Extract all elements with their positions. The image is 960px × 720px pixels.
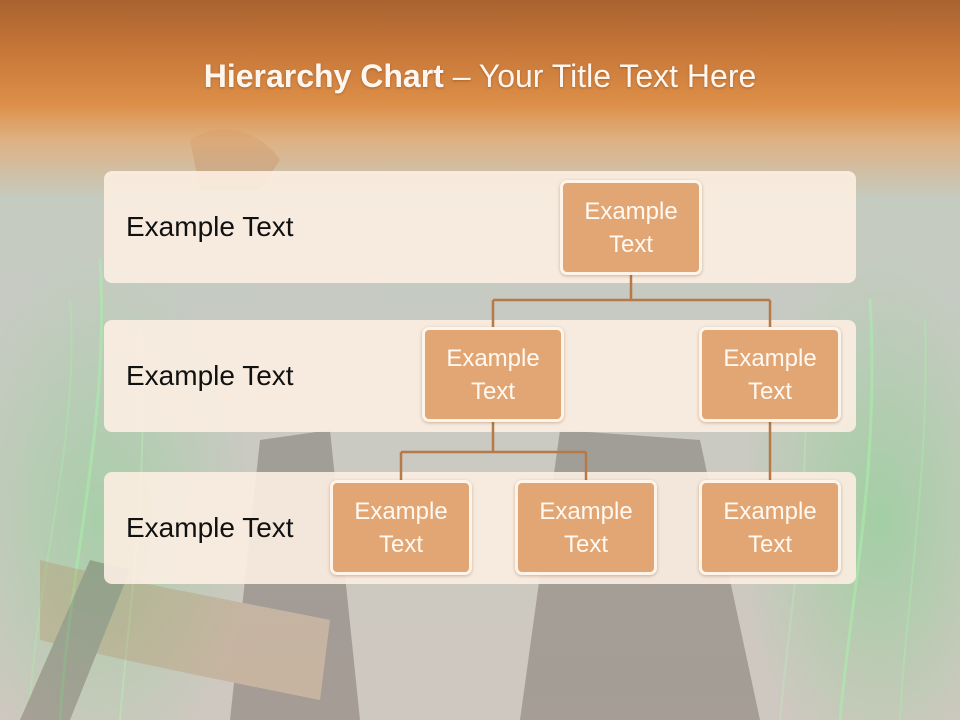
header-band bbox=[0, 0, 960, 200]
slide-title: Hierarchy Chart – Your Title Text Here bbox=[0, 54, 960, 98]
node-level2-right[interactable]: Example Text bbox=[699, 327, 841, 422]
node-level3-left[interactable]: Example Text bbox=[330, 480, 472, 575]
title-rest: – Your Title Text Here bbox=[443, 58, 757, 94]
level-2-label[interactable]: Example Text bbox=[126, 360, 294, 391]
node-level3-middle[interactable]: Example Text bbox=[515, 480, 657, 575]
level-3-label[interactable]: Example Text bbox=[126, 512, 294, 543]
node-root-text: Example Text bbox=[584, 197, 678, 258]
node-level3-middle-text: Example Text bbox=[539, 497, 633, 558]
title-bold: Hierarchy Chart bbox=[203, 58, 444, 94]
node-level2-left[interactable]: Example Text bbox=[422, 327, 564, 422]
node-level3-right-text: Example Text bbox=[723, 497, 817, 558]
node-level3-left-text: Example Text bbox=[354, 497, 448, 558]
node-level3-right[interactable]: Example Text bbox=[699, 480, 841, 575]
node-level2-right-text: Example Text bbox=[723, 344, 817, 405]
level-1-label[interactable]: Example Text bbox=[126, 211, 294, 242]
node-level2-left-text: Example Text bbox=[446, 344, 540, 405]
level-band-1: Example Text bbox=[104, 171, 856, 283]
node-root[interactable]: Example Text bbox=[560, 180, 702, 275]
